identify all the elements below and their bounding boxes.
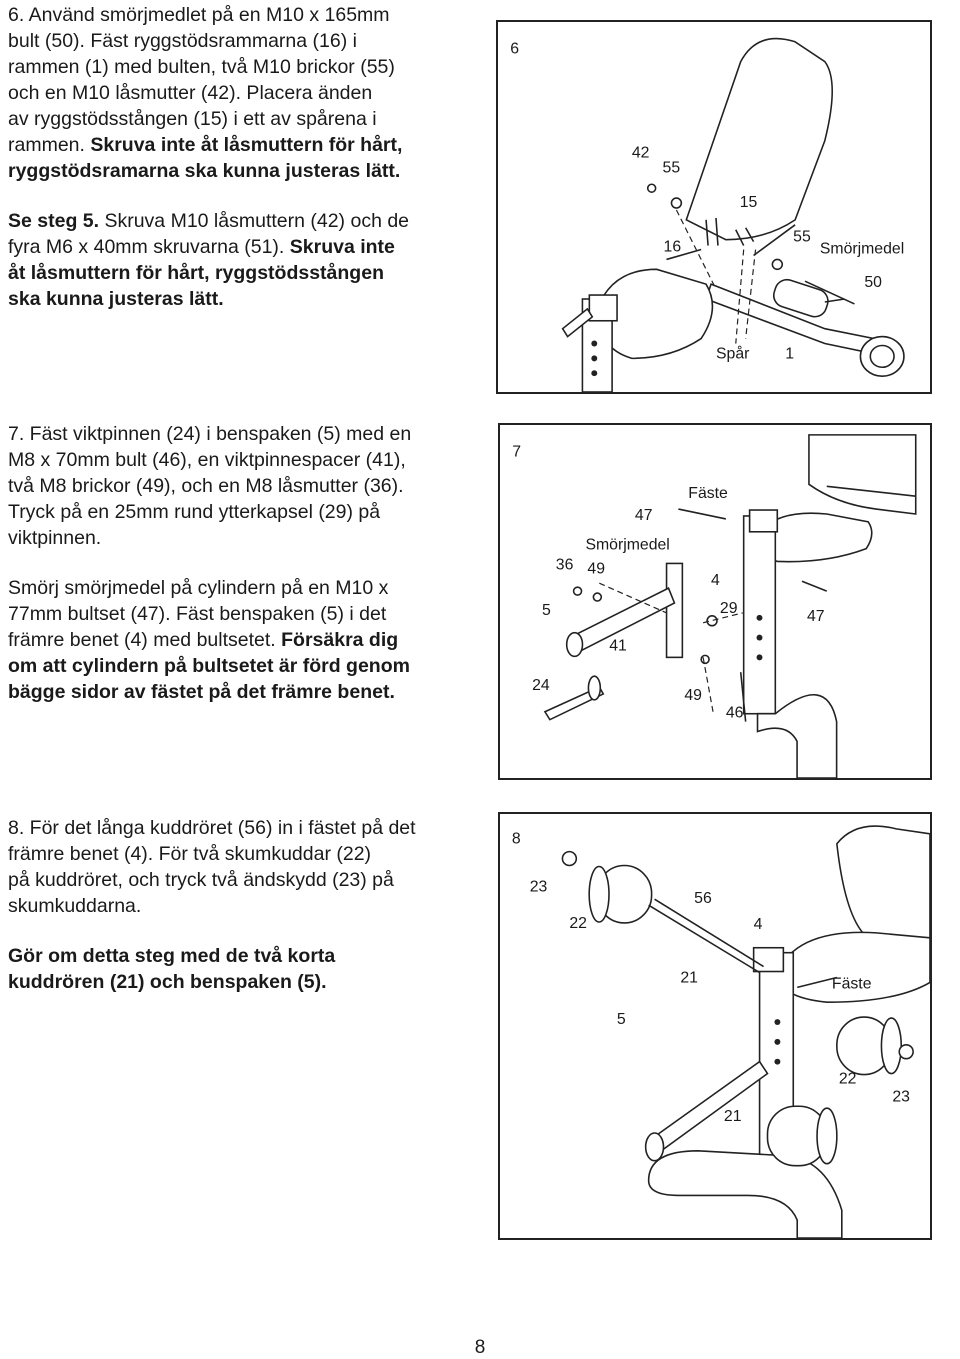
step7-text-part: främre benet (4) med bultsetet.: [8, 629, 282, 651]
step6-warning: ryggstödsramarna ska kunna justeras lätt…: [8, 160, 401, 182]
step7-line: Tryck på en 25mm rund ytterkapsel (29) p…: [8, 501, 381, 523]
step6-warning-line: åt låsmuttern för hårt, ryggstödsstången: [8, 260, 488, 286]
step7-line: främre benet (4) med bultsetet. Försäkra…: [8, 627, 493, 653]
step8-line: på kuddröret, och tryck två ändskydd (23…: [8, 869, 394, 891]
figure-6: 6 42 55 15 16 55 Smörjmedel 50 Spår 1: [496, 20, 932, 394]
step8-note-line: kuddrören (21) och benspaken (5).: [8, 969, 493, 995]
step6-warning: Skruva inte åt låsmuttern för hårt,: [90, 134, 403, 156]
step7-warning: Försäkra dig: [281, 629, 399, 651]
callout-55: 55: [663, 159, 681, 176]
see-step-label: Se steg 5.: [8, 210, 100, 232]
figure-6-drawing: 6 42 55 15 16 55 Smörjmedel 50 Spår 1: [510, 37, 905, 392]
step6-line: rammen. Skruva inte åt låsmuttern för hå…: [8, 132, 488, 158]
step7-line: 7. Fäst viktpinnen (24) i benspaken (5) …: [8, 423, 412, 445]
callout-4: 4: [711, 572, 720, 589]
step7-warning-line: bägge sidor av fästet på det främre bene…: [8, 679, 493, 705]
step7-line: viktpinnen.: [8, 527, 102, 549]
callout-bracket: Fäste: [832, 975, 872, 992]
step7-line: 77mm bultset (47). Fäst benspaken (5) i …: [8, 603, 387, 625]
step6-text: 6. Använd smörjmedlet på en M10 x 165mm …: [8, 2, 488, 312]
callout-5: 5: [617, 1011, 626, 1028]
callout-55: 55: [793, 229, 811, 246]
callout-47: 47: [807, 608, 825, 625]
callout-1: 1: [785, 345, 794, 362]
callout-29: 29: [720, 600, 738, 617]
step7-line: Smörj smörjmedel på cylindern på en M10 …: [8, 577, 389, 599]
step8-line: skumkuddarna.: [8, 895, 142, 917]
callout-23: 23: [530, 878, 548, 895]
callout-bracket: Fäste: [688, 485, 728, 502]
figure-number: 8: [512, 831, 521, 848]
step6-text-part: Skruva M10 låsmuttern (42) och de: [99, 210, 410, 232]
callout-21: 21: [680, 969, 698, 986]
step6-text-part: rammen.: [8, 134, 91, 156]
callout-4: 4: [754, 916, 763, 933]
step7-line: två M8 brickor (49), och en M8 låsmutter…: [8, 475, 404, 497]
step6-line: bult (50). Fäst ryggstödsrammarna (16) i: [8, 30, 357, 52]
callout-lubricant: Smörjmedel: [585, 537, 669, 554]
callout-42: 42: [632, 145, 650, 162]
callout-lubricant: Smörjmedel: [820, 240, 904, 257]
step6-warning: åt låsmuttern för hårt, ryggstödsstången: [8, 262, 384, 284]
callout-slot: Spår: [716, 344, 749, 362]
figure-7: 7 Fäste 47 Smörjmedel 36 49 4 5 29 47: [498, 423, 932, 780]
step7-text: 7. Fäst viktpinnen (24) i benspaken (5) …: [8, 421, 493, 705]
figure-8-drawing: 8 23 22 56 4 21 Fäste 5 22 23: [512, 825, 930, 1238]
step8-line: 8. För det långa kuddröret (56) in i fäs…: [8, 817, 416, 839]
step6-line: och en M10 låsmutter (42). Placera änden: [8, 82, 373, 104]
callout-49: 49: [587, 560, 605, 577]
step6-line: rammen (1) med bulten, två M10 brickor (…: [8, 56, 395, 78]
step6-line: av ryggstödsstången (15) i ett av spåren…: [8, 108, 377, 130]
callout-15: 15: [740, 194, 758, 211]
callout-22: 22: [839, 1070, 857, 1087]
callout-16: 16: [664, 239, 682, 256]
step6-warning: ska kunna justeras lätt.: [8, 288, 224, 310]
figure-8: 8 23 22 56 4 21 Fäste 5 22 23: [498, 812, 932, 1240]
figure-number: 7: [512, 444, 521, 461]
callout-21: 21: [724, 1108, 742, 1125]
callout-41: 41: [609, 637, 627, 654]
step7-line: M8 x 70mm bult (46), en viktpinnespacer …: [8, 449, 406, 471]
page-number: 8: [474, 1337, 486, 1358]
step6-warning-line: ska kunna justeras lätt.: [8, 286, 488, 312]
callout-23: 23: [892, 1088, 910, 1105]
step8-note-line: Gör om detta steg med de två korta: [8, 943, 493, 969]
step8-note: Gör om detta steg med de två korta: [8, 945, 336, 967]
step8-line: främre benet (4). För två skumkuddar (22…: [8, 843, 372, 865]
callout-50: 50: [864, 274, 882, 291]
callout-24: 24: [532, 677, 550, 694]
callout-49: 49: [684, 687, 702, 704]
callout-46: 46: [726, 705, 744, 722]
step6-text-part: fyra M6 x 40mm skruvarna (51).: [8, 236, 290, 258]
figure-number: 6: [510, 41, 519, 58]
figure-7-drawing: 7 Fäste 47 Smörjmedel 36 49 4 5 29 47: [512, 434, 917, 778]
step6-warning-line: ryggstödsramarna ska kunna justeras lätt…: [8, 158, 488, 184]
step7-warning: bägge sidor av fästet på det främre bene…: [8, 681, 395, 703]
callout-56: 56: [694, 890, 712, 907]
step8-note: kuddrören (21) och benspaken (5).: [8, 971, 327, 993]
callout-36: 36: [556, 556, 574, 573]
step6-line: fyra M6 x 40mm skruvarna (51). Skruva in…: [8, 234, 488, 260]
step8-text: 8. För det långa kuddröret (56) in i fäs…: [8, 815, 493, 995]
callout-22: 22: [569, 915, 587, 932]
step6-warning: Skruva inte: [289, 236, 395, 258]
step6-see-step: Se steg 5. Skruva M10 låsmuttern (42) oc…: [8, 208, 488, 234]
step7-warning: om att cylindern på bultsetet är förd ge…: [8, 655, 410, 677]
step6-line: 6. Använd smörjmedlet på en M10 x 165mm: [8, 4, 390, 26]
callout-5: 5: [542, 602, 551, 619]
step7-warning-line: om att cylindern på bultsetet är förd ge…: [8, 653, 493, 679]
callout-47: 47: [635, 507, 653, 524]
